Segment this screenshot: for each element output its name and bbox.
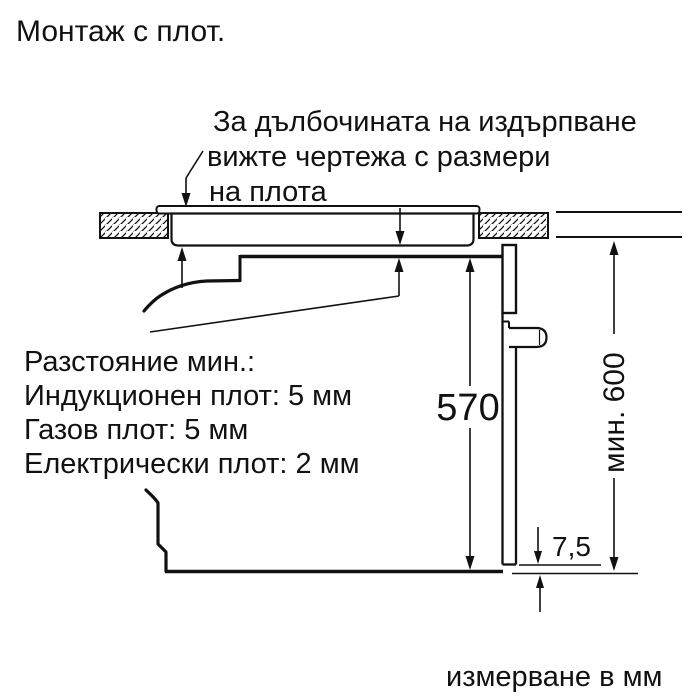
hob-depth-arrow [395, 208, 405, 245]
oven-top-clearance-arrow [149, 258, 404, 333]
clearance-note-induction: Индукционен плот: 5 мм [24, 380, 352, 412]
countertop-left-section [99, 212, 169, 239]
oven-front-break-bottom [144, 488, 168, 573]
page-title: Монтаж с плот. [16, 15, 225, 48]
dimension-570: 570 [436, 258, 500, 570]
hob-body [170, 212, 475, 247]
clearance-note-gas: Газов плот: 5 мм [24, 414, 248, 446]
min-height-dimension-label: мин. 600 [598, 352, 631, 473]
hob-underside-arrow [177, 247, 187, 288]
callout-leader-arrow [181, 150, 204, 207]
oven-front-break-top [142, 278, 242, 313]
callout-line-3: на плота [209, 176, 328, 208]
oven-height-dimension-label: 570 [436, 387, 499, 429]
callout-line-2: вижте чертежа с размери [207, 141, 550, 173]
callout-line-1: За дълбочината на издърпване [213, 106, 637, 138]
dimension-7-5: 7,5 [512, 527, 638, 612]
units-note: измерване в мм [446, 661, 662, 693]
door-handle [509, 326, 548, 349]
clearance-note-heading: Разстояние мин.: [24, 346, 255, 378]
dimension-min-600: мин. 600 [598, 241, 631, 571]
door-gap-dimension-label: 7,5 [552, 531, 591, 562]
countertop-right-section [478, 212, 549, 239]
hob-flange [155, 205, 481, 215]
clearance-note-electric: Електрически плот: 2 мм [24, 448, 360, 480]
oven-door-upper-panel [501, 243, 518, 315]
